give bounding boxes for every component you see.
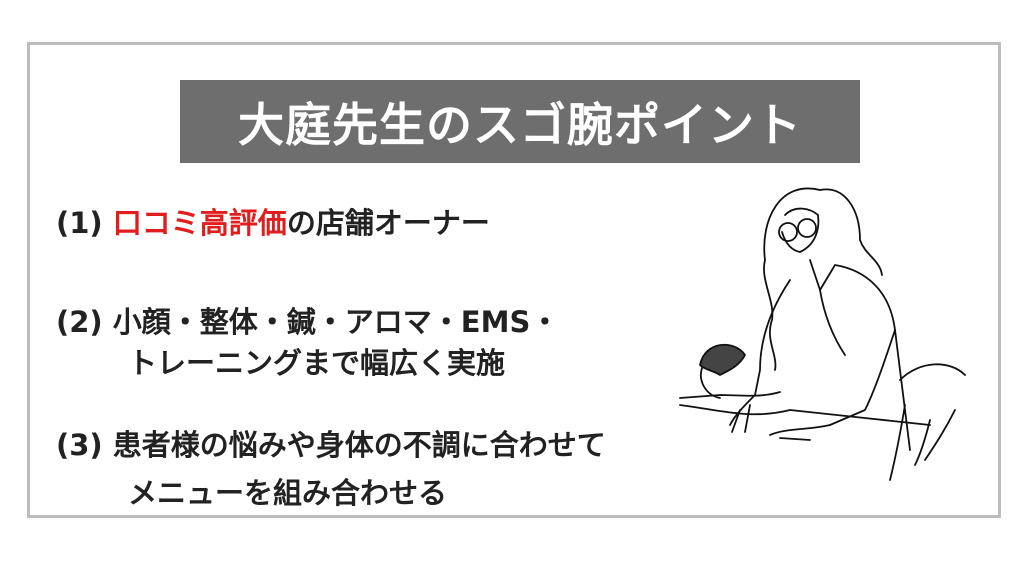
massage-illustration — [679, 187, 966, 481]
point-text: の店舗オーナー — [286, 206, 490, 240]
point-3-continued: メニューを組み合わせる — [128, 476, 448, 510]
point-2-continued: トレーニングまで幅広く実施 — [128, 346, 506, 380]
title-banner: 大庭先生のスゴ腕ポイント — [180, 80, 860, 163]
point-number: (3) — [56, 428, 103, 462]
page-title: 大庭先生のスゴ腕ポイント — [238, 97, 802, 152]
point-text: 患者様の悩みや身体の不調に合わせて — [112, 428, 606, 462]
point-number: (2) — [56, 305, 103, 339]
point-number: (1) — [56, 206, 103, 240]
point-2: (2) 小顔・整体・鍼・アロマ・EMS・ — [56, 299, 559, 341]
point-3: (3) 患者様の悩みや身体の不調に合わせて — [56, 422, 606, 464]
point-text: 小顔・整体・鍼・アロマ・EMS・ — [112, 305, 560, 339]
point-highlight: 口コミ高評価 — [112, 206, 287, 240]
point-1: (1) 口コミ高評価の店舗オーナー — [56, 200, 490, 242]
